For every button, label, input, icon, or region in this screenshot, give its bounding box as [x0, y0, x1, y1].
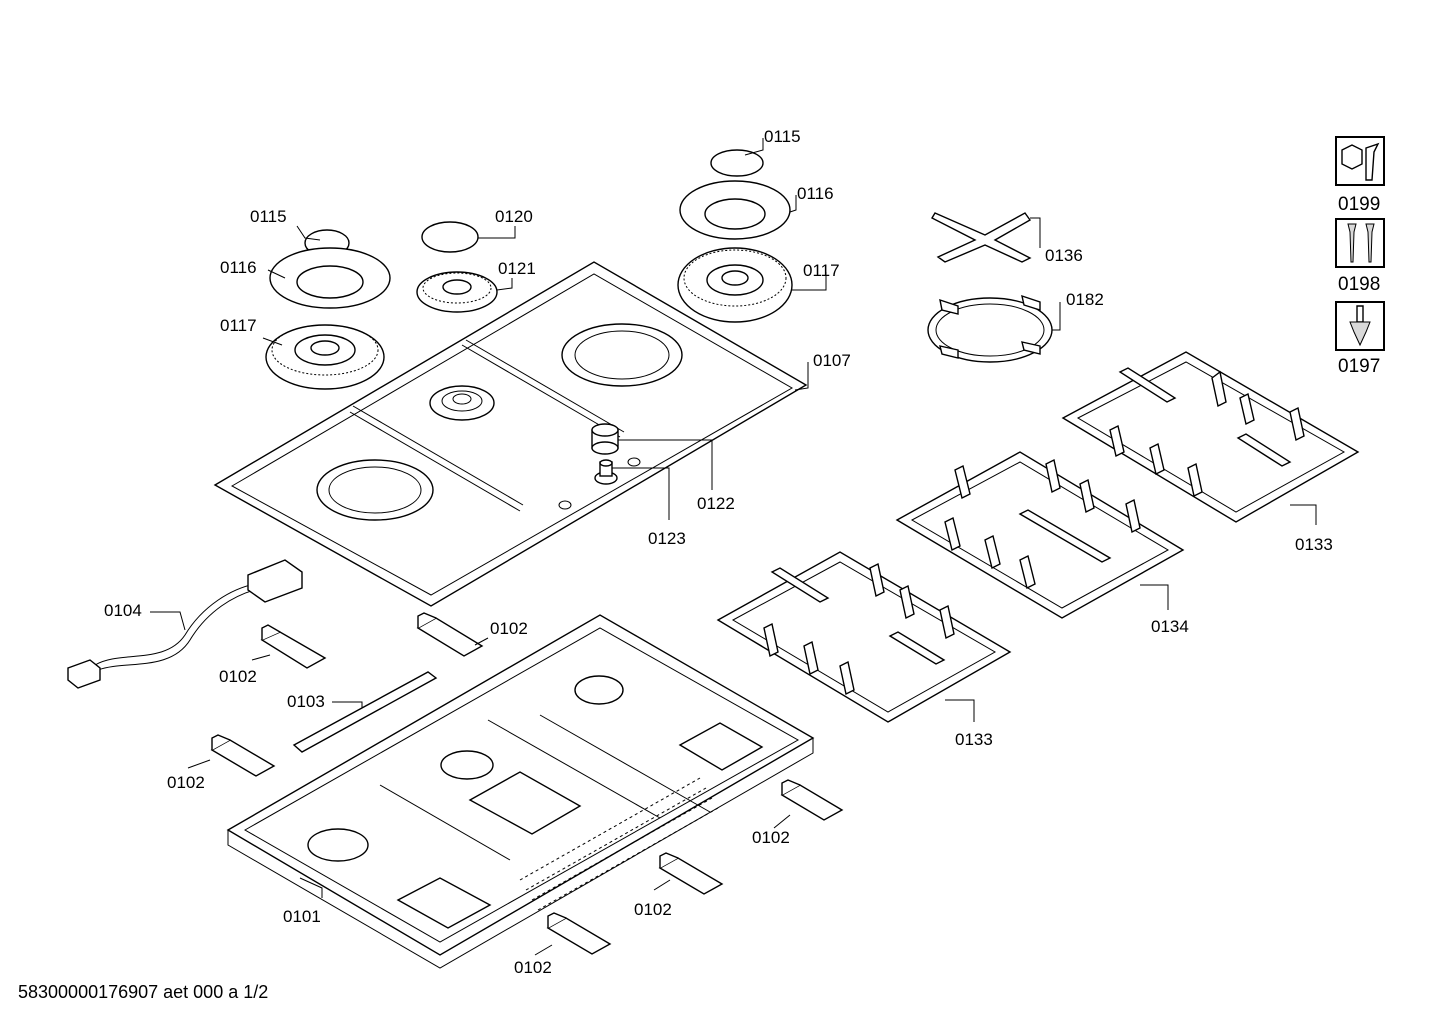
callout-labels: 0115 0116 0117 0120 0121 0115 0116 0117 … [104, 127, 1333, 977]
callout-0123: 0123 [648, 529, 686, 548]
fixing-clip-1[interactable] [260, 624, 327, 669]
flame-spreader-left[interactable] [269, 247, 391, 309]
leader-lines [150, 138, 1317, 956]
screwdriver-icon [1335, 301, 1385, 351]
icon-label-0198: 0198 [1338, 274, 1380, 295]
callout-0102-6: 0102 [514, 958, 552, 977]
fixing-clip-5[interactable] [658, 852, 724, 895]
burner-body-small[interactable] [416, 271, 498, 313]
document-reference: 58300000176907 aet 000 a 1/2 [18, 982, 269, 1002]
fixing-clip-2[interactable] [416, 612, 484, 657]
callout-0121: 0121 [498, 259, 536, 278]
fixing-clip-6[interactable] [546, 912, 612, 955]
cooktop-top-plate[interactable] [213, 261, 808, 607]
callout-0133-right: 0133 [1295, 535, 1333, 554]
pan-support-left[interactable] [716, 551, 1012, 723]
callout-0117-right: 0117 [803, 261, 840, 280]
pan-support-right[interactable] [1061, 351, 1360, 523]
burner-cap-right[interactable] [710, 149, 764, 177]
nut-wrench-icon [1335, 136, 1385, 186]
callout-0115-right: 0115 [764, 127, 801, 146]
fixing-clip-3[interactable] [210, 734, 276, 777]
icon-label-0199: 0199 [1338, 194, 1380, 215]
callout-0116-left: 0116 [220, 258, 257, 277]
callout-0120: 0120 [495, 207, 533, 226]
wok-ring[interactable] [927, 294, 1053, 363]
control-knob[interactable] [591, 423, 619, 455]
callout-0102-4: 0102 [752, 828, 790, 847]
callout-0182: 0182 [1066, 290, 1104, 309]
icon-label-0197: 0197 [1338, 356, 1380, 377]
callout-0133-left: 0133 [955, 730, 993, 749]
callout-0102-2: 0102 [490, 619, 528, 638]
burner-body-right[interactable] [677, 247, 793, 323]
burner-cap-small[interactable] [421, 221, 479, 253]
callout-0104: 0104 [104, 601, 142, 620]
flame-spreader-right[interactable] [679, 180, 791, 240]
callout-0103: 0103 [287, 692, 325, 711]
callout-0102-1: 0102 [219, 667, 257, 686]
knob-spindle[interactable] [594, 459, 618, 485]
sealing-strip[interactable] [292, 671, 438, 753]
callout-0117-left: 0117 [220, 316, 257, 335]
wok-support-cross[interactable] [931, 212, 1032, 263]
callout-0136: 0136 [1045, 246, 1083, 265]
callout-0115-left: 0115 [250, 207, 287, 226]
callout-0101: 0101 [283, 907, 321, 926]
callout-0134: 0134 [1151, 617, 1189, 636]
screws-icon [1335, 218, 1385, 268]
power-cord[interactable] [67, 559, 303, 689]
pan-support-middle[interactable] [895, 451, 1185, 619]
callout-0116-right: 0116 [797, 184, 834, 203]
callout-0122: 0122 [697, 494, 735, 513]
callout-0102-5: 0102 [634, 900, 672, 919]
callout-0107: 0107 [813, 351, 851, 370]
fixing-clip-4[interactable] [780, 779, 844, 821]
burner-body-left[interactable] [265, 324, 385, 390]
callout-0102-3: 0102 [167, 773, 205, 792]
bottom-housing[interactable] [226, 614, 815, 969]
